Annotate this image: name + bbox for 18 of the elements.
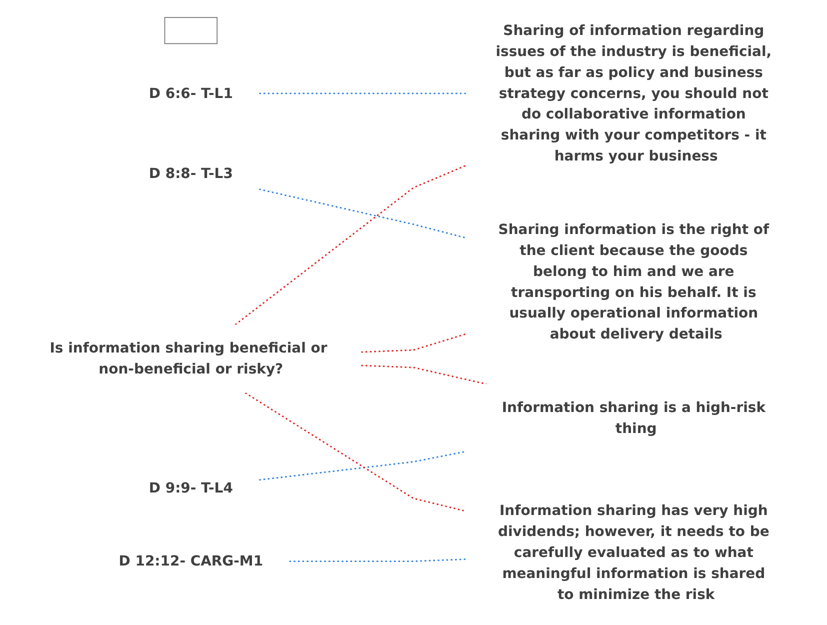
- node-text: Information sharing has very high dividends; however, it needs to be carefully evaluated as to what meaningful information is shared to minimize the risk: [498, 502, 770, 602]
- connector: [258, 188, 466, 239]
- connector: [259, 450, 466, 481]
- node-text: D 8:8- T-L3: [148, 164, 233, 182]
- node-text: Sharing information is the right of the client because the goods belong to him and we are transporting on his behalf. It is usually operational information about delivery details: [498, 220, 770, 342]
- node-text: D 6:6- T-L1: [148, 84, 233, 102]
- connector: [244, 392, 466, 512]
- node-text: D 9:9- T-L4: [148, 479, 233, 496]
- connector: [361, 333, 466, 353]
- node-text: Sharing of information regarding issues of the industry is beneficial, but as far as policy and business strategy concerns, you should not do collaborative information sharing with your competitors - it harms your business: [496, 22, 772, 164]
- node-text: D 12:12- CARG-M1: [118, 552, 264, 570]
- connector: [289, 558, 466, 562]
- connector: [361, 364, 487, 385]
- node-bar: [164, 17, 218, 44]
- connector: [234, 164, 466, 326]
- connector: [259, 92, 466, 94]
- node-text: Information sharing is a high-risk thing: [502, 398, 766, 436]
- node-text: Is information sharing beneficial or non-beneficial or risky?: [50, 340, 328, 378]
